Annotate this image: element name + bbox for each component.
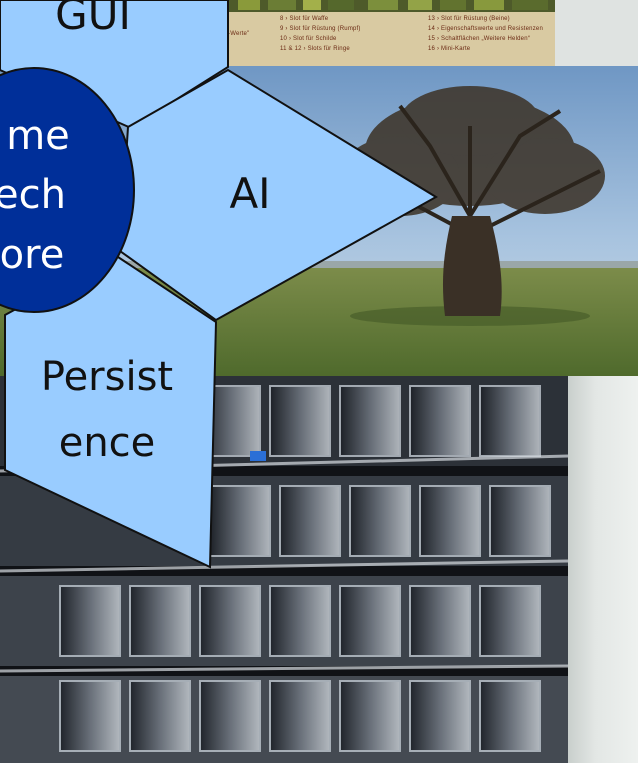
arm-label-ai: AI — [229, 169, 270, 218]
legend-item: 11 & 12 › Slots für Ringe — [280, 46, 350, 52]
game-ui-texture — [228, 0, 555, 72]
hub-label-line-2: ech — [0, 172, 66, 218]
legend-item: 10 › Slot für Schilde — [280, 36, 337, 42]
status-light — [250, 451, 266, 461]
legend-item: 9 › Slot für Rüstung (Rumpf) — [280, 26, 361, 32]
blank-side-panel — [568, 376, 638, 763]
hub-label-line-3: ore — [0, 232, 64, 278]
tree-trunk — [442, 216, 502, 316]
hub-label-line-1: me — [6, 113, 70, 159]
legend-clipped-item: -Werte" — [228, 31, 250, 37]
diagram-hub-circle — [0, 67, 135, 313]
server-racks-photo — [0, 376, 568, 763]
legend-item: 14 › Eigenschaftswerte und Resistenzen — [428, 26, 543, 32]
legend-item: 16 › Mini-Karte — [428, 46, 471, 52]
game-ui-screenshot: -Werte" 8 › Slot für Waffe 9 › Slot für … — [228, 0, 555, 74]
legend-item: 15 › Schaltflächen „Weitere Helden“ — [428, 36, 530, 42]
arm-label-gui: GUI — [55, 0, 131, 39]
legend-item: 8 › Slot für Waffe — [280, 16, 329, 22]
arm-label-persistence-line-1: Persist — [41, 354, 173, 400]
server-scene — [0, 376, 568, 763]
server-unit-bays — [59, 385, 551, 752]
legend-item: 13 › Slot für Rüstung (Beine) — [428, 16, 510, 22]
diagram-arm-ai — [118, 68, 438, 322]
arm-label-persistence-line-2: ence — [59, 420, 156, 466]
